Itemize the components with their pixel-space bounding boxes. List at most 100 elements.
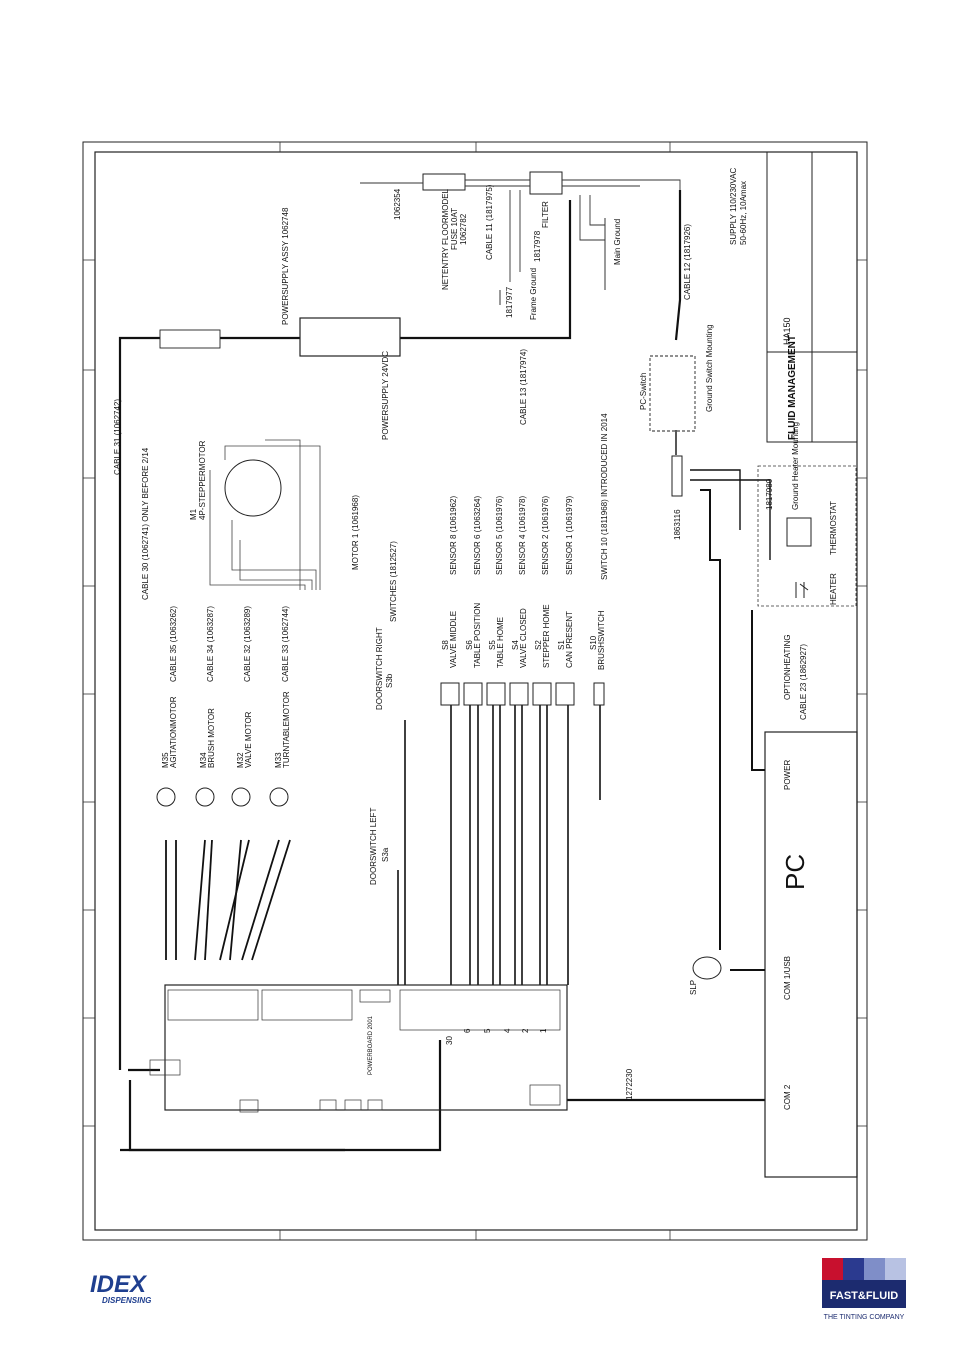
label-s2: S2 (534, 640, 543, 650)
idex-logo: IDEX DISPENSING (90, 1271, 151, 1305)
motor-wires (165, 839, 291, 961)
label-1817977: 1817977 (505, 286, 514, 318)
label-s10-sub: BRUSHSWITCH (597, 610, 606, 670)
fast-fluid-logo: FAST&FLUID THE TINTING COMPANY (822, 1258, 906, 1321)
label-1272230: 1272230 (625, 1068, 634, 1100)
label-powersupply: POWERSUPPLY 24VDC (381, 351, 390, 440)
label-cable31: CABLE 31 (1062742) (113, 399, 122, 475)
pc-box (764, 731, 858, 1178)
label-sensor1: SENSOR 1 (1061979) (565, 496, 574, 575)
label-m33-sub: TURNTABLEMOTOR (282, 691, 291, 768)
label-pin1: 1 (539, 1028, 548, 1033)
label-m32: M32 (236, 752, 245, 768)
label-com1: COM 1/USB (783, 956, 792, 1000)
label-title-model: HA150 (782, 317, 792, 345)
label-thermostat: THERMOSTAT (829, 501, 838, 555)
label-pc-switch: PC-Switch (639, 373, 648, 410)
label-s6-sub: TABLE POSITION (473, 603, 482, 668)
label-1863116: 1863116 (673, 509, 682, 540)
heater-coil (795, 582, 809, 598)
label-cable11: CABLE 11 (1817975) (485, 184, 494, 260)
label-1817980: 1817980 (765, 478, 774, 510)
label-pin30: 30 (445, 1036, 454, 1045)
label-s4-sub: VALVE CLOSED (519, 608, 528, 668)
label-cable33: CABLE 33 (1062744) (281, 606, 290, 682)
label-s5-sub: TABLE HOME (496, 617, 505, 668)
powerboard (164, 984, 568, 1111)
stepper-motor-circle (224, 459, 282, 517)
label-main-ground: Main Ground (613, 219, 622, 265)
label-ground-heater: Ground Heater Mounting (791, 422, 800, 510)
label-pin6: 6 (463, 1028, 472, 1033)
thermostat-box (786, 517, 812, 547)
drawing-outer-frame (82, 141, 868, 1241)
label-pin2: 2 (521, 1028, 530, 1033)
label-sensor2: SENSOR 2 (1061976) (541, 496, 550, 575)
label-filter: FILTER (541, 201, 550, 228)
label-power: POWER (783, 760, 792, 790)
label-m1: M1 (189, 508, 198, 520)
idex-logo-sub: DISPENSING (102, 1296, 151, 1305)
label-s8: S8 (441, 640, 450, 650)
label-m34-sub: BRUSH MOTOR (207, 708, 216, 768)
label-cable34: CABLE 34 (1063287) (206, 606, 215, 682)
label-motor1: MOTOR 1 (1061968) (351, 495, 360, 570)
label-door-right: DOORSWITCH RIGHT (375, 627, 384, 710)
label-sensor4: SENSOR 4 (1061978) (518, 496, 527, 575)
label-s4: S4 (511, 640, 520, 650)
label-m34: M34 (199, 752, 208, 768)
slp-plug (692, 956, 722, 980)
label-s10: S10 (589, 635, 598, 650)
label-slp: SLP (689, 980, 698, 995)
label-s8-sub: VALVE MIDDLE (449, 611, 458, 668)
title-block (766, 151, 858, 443)
label-m32-sub: VALVE MOTOR (244, 711, 253, 768)
pc-switch (649, 355, 696, 432)
label-door-right-id: S3b (385, 673, 394, 688)
option-heating-box (757, 465, 857, 607)
label-sensor8: SENSOR 8 (1061962) (449, 496, 458, 575)
filter-wires (360, 179, 681, 282)
label-m33: M33 (274, 752, 283, 768)
label-m35: M35 (161, 752, 170, 768)
label-sensor5: SENSOR 5 (1061976) (495, 496, 504, 575)
label-cable32: CABLE 32 (1063289) (243, 606, 252, 682)
label-s6: S6 (465, 640, 474, 650)
label-s1-sub: CAN PRESENT (565, 611, 574, 668)
fast-fluid-logo-text: FAST&FLUID (830, 1290, 898, 1302)
label-heater: HEATER (829, 573, 838, 605)
label-1062354: 1062354 (393, 188, 402, 220)
powersupply-box (299, 317, 401, 357)
label-ground-switch: Ground Switch Mounting (705, 324, 714, 412)
label-pin5: 5 (483, 1028, 492, 1033)
label-supply: SUPPLY 110/230VAC (729, 168, 738, 245)
label-switches: SWITCHES (1812527) (389, 541, 398, 622)
label-cable35: CABLE 35 (1063262) (169, 606, 178, 682)
label-powersupply-assy: POWERSUPPLY ASSY 1062748 (281, 207, 290, 325)
filter-box (529, 171, 563, 195)
sensor-blocks (440, 682, 605, 706)
cable12-wires (675, 430, 771, 560)
board-connectors (149, 989, 561, 1113)
motor-symbols (156, 787, 289, 807)
sensor-wires (397, 705, 601, 985)
label-cable30: CABLE 30 (1062741) ONLY BEFORE 2/14 (141, 447, 150, 600)
label-netentry: NETENTRY FLOORMODEL (441, 188, 450, 290)
label-pc: PC (780, 854, 810, 890)
main-wires (118, 190, 765, 1152)
label-m35-sub: AGITATIONMOTOR (169, 696, 178, 768)
label-door-left-id: S3a (381, 847, 390, 862)
label-m1-sub: 4P-STEPPERMOTOR (198, 440, 207, 520)
zone-ticks (83, 142, 867, 1240)
label-com2: COM 2 (783, 1084, 792, 1110)
label-fuse-no: 1062782 (459, 213, 468, 245)
connector-1863116 (671, 455, 683, 497)
label-s2-sub: STEPPER HOME (542, 604, 551, 668)
label-cable12: CABLE 12 (1817926) (683, 224, 692, 300)
label-1817978: 1817978 (533, 230, 542, 262)
connector-top-left (159, 329, 221, 349)
label-cable23: CABLE 23 (1862927) (799, 644, 808, 720)
label-title-company: FLUID MANAGEMENT (787, 335, 798, 440)
label-fuse: FUSE 10AT (450, 208, 459, 250)
